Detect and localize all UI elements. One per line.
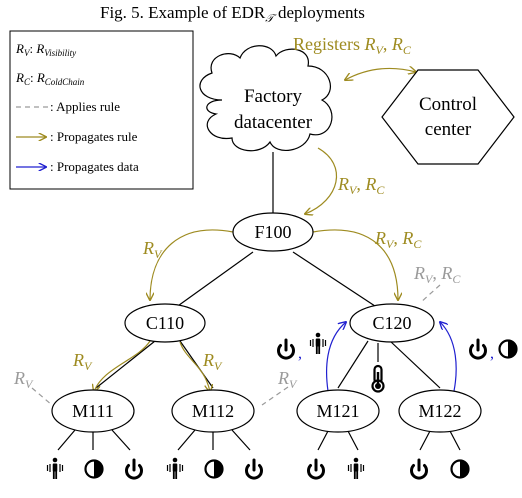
node-c110-label: C110 — [146, 313, 184, 333]
power-icon — [469, 338, 487, 360]
vibration-sensor-icon — [46, 456, 64, 480]
control-center-label-line1: Control — [419, 94, 477, 115]
vibration-sensor-icon — [347, 456, 365, 480]
legend: RV: RVisibility RC: RColdChain : Applies… — [9, 30, 194, 190]
control-center-label-line2: center — [425, 119, 472, 140]
node-f100-label: F100 — [254, 222, 291, 242]
contrast-icon — [204, 459, 224, 479]
label-c120-applies: RV, RC — [413, 263, 461, 286]
contrast-icon — [450, 459, 470, 479]
node-c110: C110 — [124, 303, 206, 343]
node-m122: M122 — [398, 389, 482, 433]
label-f100-to-c110: RV — [142, 238, 163, 261]
legend-rv: RV: RVisibility — [15, 41, 76, 58]
label-f100-to-c120: RV, RC — [374, 228, 422, 251]
power-icon — [245, 458, 263, 480]
label-m112-applies: RV — [277, 368, 298, 391]
node-m121: M121 — [296, 389, 380, 433]
power-icon — [307, 458, 325, 480]
datacenter-label-line1: Factory — [244, 86, 303, 107]
node-m111-label: M111 — [72, 401, 114, 421]
legend-rc: RC: RColdChain — [15, 70, 85, 87]
node-m112-label: M112 — [192, 401, 234, 421]
label-m111-applies: RV — [13, 368, 34, 391]
label-c110-to-m112: RV — [202, 350, 223, 373]
legend-propagates-data: : Propagates data — [50, 159, 139, 174]
c120-data-comma-right: , — [490, 345, 494, 362]
node-c120-label: C120 — [372, 313, 411, 333]
legend-propagates-rule: : Propagates rule — [50, 129, 138, 144]
contrast-icon — [498, 339, 518, 359]
label-dc-to-f100: RV, RC — [337, 174, 385, 197]
propagates-data-arrows — [326, 322, 457, 392]
label-registers: Registers RV, RC — [293, 34, 412, 57]
node-f100: F100 — [232, 212, 314, 252]
vibration-sensor-icon — [309, 331, 327, 355]
applies-rule-lines — [31, 284, 441, 406]
tree-edges — [57, 152, 461, 451]
node-c120: C120 — [349, 303, 435, 343]
power-icon — [410, 458, 428, 480]
power-icon — [277, 338, 295, 360]
thermometer-icon — [371, 364, 385, 393]
node-m112: M112 — [171, 389, 255, 433]
node-m122-label: M122 — [418, 401, 461, 421]
factory-datacenter-cloud: Factory datacenter — [199, 45, 333, 152]
propagates-rule-arrows — [94, 68, 416, 392]
vibration-sensor-icon — [166, 456, 184, 480]
node-m121-label: M121 — [316, 401, 359, 421]
control-center-hexagon: Control center — [381, 69, 515, 165]
legend-applies-rule: : Applies rule — [50, 99, 120, 114]
datacenter-label-line2: datacenter — [234, 112, 313, 133]
c120-data-comma-left: , — [298, 345, 302, 362]
contrast-icon — [84, 459, 104, 479]
power-icon — [125, 458, 143, 480]
node-m111: M111 — [51, 389, 135, 433]
figure-title: Fig. 5. Example of EDR𝒯 deployments — [100, 3, 365, 25]
label-c110-to-m111: RV — [72, 350, 93, 373]
